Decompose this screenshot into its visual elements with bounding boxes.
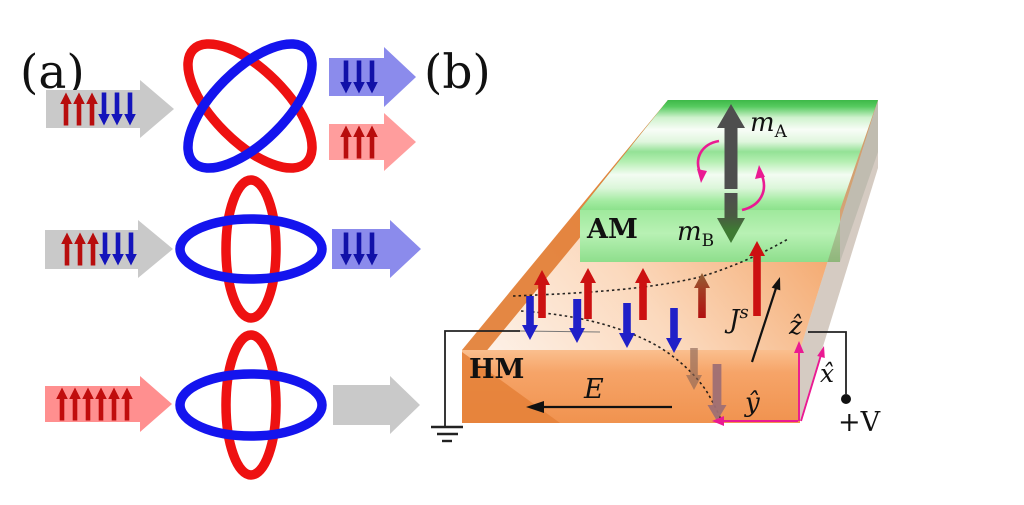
spin-up-icons	[340, 125, 378, 159]
js-arrowhead	[771, 277, 781, 291]
spin-down-arrows	[522, 296, 682, 353]
spin-down-icons	[340, 232, 378, 266]
panel-b: (b) +V	[424, 45, 881, 443]
electric-field: E	[526, 374, 672, 413]
row2-scattering-ellipses	[175, 175, 327, 323]
voltage-label: +V	[838, 407, 881, 438]
coordinate-axes	[712, 341, 825, 426]
row2-input-mixed-arrow	[45, 220, 173, 278]
y-axis-label: ŷ	[744, 388, 760, 418]
row3-output-empty-arrow	[333, 376, 420, 434]
hm-right-face	[800, 100, 878, 421]
torque-arrowhead-left	[697, 169, 707, 183]
js-label: Js	[724, 302, 749, 335]
am-layer-label: AM	[586, 214, 638, 245]
y-axis-arrow	[712, 416, 724, 426]
voltage-wire	[808, 331, 847, 394]
torque-arrowhead-right	[755, 165, 765, 179]
am-front-face	[580, 210, 840, 262]
row1-output-spin-up-arrow	[329, 113, 416, 171]
moment-ma-arrow	[717, 104, 745, 189]
spin-up-icons	[61, 232, 99, 266]
torque-arrows	[696, 139, 766, 212]
spin-up-icons	[60, 92, 98, 126]
spin-down-icons	[99, 232, 137, 266]
moment-mb-arrow	[717, 193, 745, 243]
x-axis-label: x̂	[820, 359, 834, 388]
row2-output-spin-down-arrow	[332, 220, 421, 278]
spin-down-icons	[98, 92, 136, 126]
voltage-terminal-icon	[841, 394, 851, 404]
ground-icon	[431, 425, 463, 443]
e-arrowhead	[526, 401, 544, 413]
row1-scattering-ellipses	[183, 39, 317, 173]
row3-input-spin-up-arrow	[45, 376, 172, 432]
row3-scattering-ellipses	[175, 330, 327, 480]
am-right-face	[840, 100, 878, 262]
sublattice-moments: mA mB	[677, 104, 788, 251]
spin-up-arrows	[534, 241, 765, 320]
spin-current-js: Js	[724, 277, 781, 363]
z-axis-arrow	[794, 341, 804, 353]
spin-down-decay-curve	[520, 310, 722, 421]
panel-a: (a)	[20, 39, 421, 480]
moment-mb-label: mB	[677, 217, 714, 251]
decaying-spin-arrows	[686, 348, 727, 421]
x-axis-arrow	[817, 346, 825, 358]
voltage-circuit: +V	[808, 331, 881, 438]
spin-down-icons	[340, 60, 378, 94]
panel-b-label: (b)	[424, 45, 491, 100]
ground-wire	[444, 330, 520, 427]
hm-layer-label: HM	[469, 354, 524, 385]
row1-output-spin-down-arrow	[329, 47, 416, 107]
e-field-label: E	[583, 374, 604, 405]
row1-input-mixed-arrow	[46, 80, 174, 138]
z-axis-label: ẑ	[788, 311, 803, 340]
moment-ma-label: mA	[750, 108, 788, 142]
